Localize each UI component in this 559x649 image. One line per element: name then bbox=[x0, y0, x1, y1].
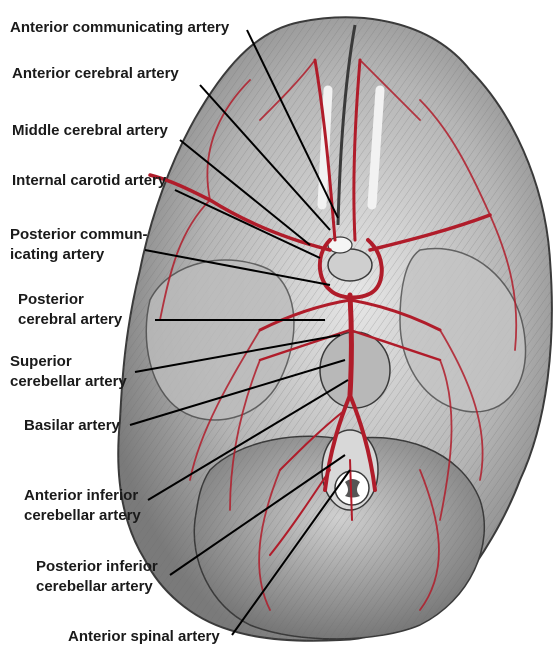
hypophysis bbox=[328, 249, 372, 281]
label-internal-carotid-artery: Internal carotid artery bbox=[12, 171, 166, 191]
label-middle-cerebral-artery: Middle cerebral artery bbox=[12, 121, 168, 141]
basilar-artery bbox=[350, 295, 352, 395]
label-posterior-inferior-cerebellar-artery: Posterior inferior cerebellar artery bbox=[36, 557, 158, 597]
label-posterior-cerebral-artery: Posterior cerebral artery bbox=[18, 290, 122, 330]
label-posterior-communicating-artery: Posterior commun- icating artery bbox=[10, 225, 148, 265]
label-basilar-artery: Basilar artery bbox=[24, 416, 120, 436]
label-anterior-communicating-artery: Anterior communicating artery bbox=[10, 18, 229, 38]
brain-base bbox=[118, 17, 552, 640]
label-superior-cerebellar-artery: Superior cerebellar artery bbox=[10, 352, 127, 392]
label-anterior-inferior-cerebellar-artery: Anterior inferior cerebellar artery bbox=[24, 486, 141, 526]
pons bbox=[320, 332, 390, 408]
label-anterior-spinal-artery: Anterior spinal artery bbox=[68, 627, 220, 647]
label-anterior-cerebral-artery: Anterior cerebral artery bbox=[12, 64, 179, 84]
